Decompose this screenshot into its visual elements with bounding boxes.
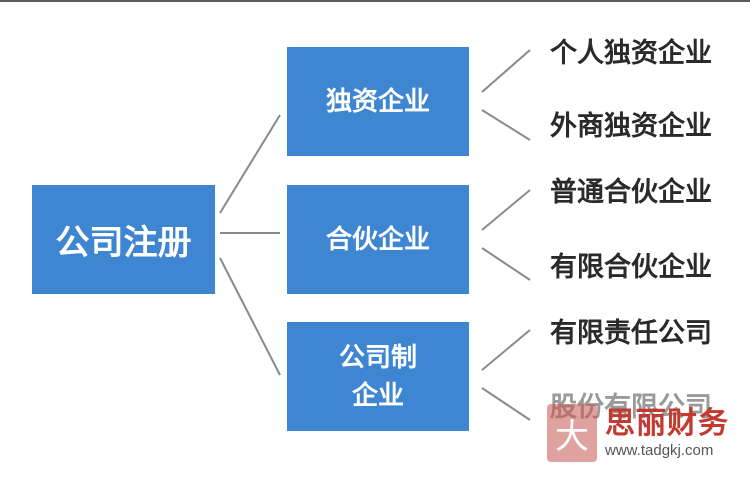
node-company-registration: 公司注册 [32, 185, 215, 294]
connector-root-to-corporate [219, 257, 281, 376]
leaf-individual-sole-proprietorship: 个人独资企业 [550, 38, 712, 69]
leaf-limited-partnership: 有限合伙企业 [550, 252, 712, 283]
node-sole-proprietorship-label: 独资企业 [325, 86, 430, 117]
node-corporate-label-line1: 公司制 [338, 342, 417, 373]
connector-root-to-sole [219, 114, 281, 214]
connector-corporate-to-leaf-6 [481, 387, 531, 421]
node-sole-proprietorship: 独资企业 [287, 47, 469, 156]
connector-corporate-to-leaf-5 [481, 329, 531, 371]
node-corporate-label-line2: 企业 [351, 380, 404, 411]
top-divider [0, 0, 750, 2]
connector-sole-to-leaf-2 [481, 109, 531, 141]
watermark: 大 思丽财务 www.tadgkj.com [547, 398, 747, 468]
connector-partnership-to-leaf-4 [481, 247, 531, 281]
node-corporate-enterprise: 公司制 企业 [287, 322, 469, 431]
connector-partnership-to-leaf-3 [481, 189, 531, 231]
leaf-foreign-sole-proprietorship: 外商独资企业 [550, 111, 712, 142]
watermark-seal-icon: 大 [547, 404, 597, 462]
node-company-registration-label: 公司注册 [55, 223, 192, 263]
leaf-general-partnership: 普通合伙企业 [550, 177, 712, 208]
node-partnership: 合伙企业 [287, 185, 469, 294]
connector-sole-to-leaf-1 [481, 49, 531, 93]
watermark-url: www.tadgkj.com [605, 442, 714, 459]
node-partnership-label: 合伙企业 [325, 224, 430, 255]
leaf-limited-liability-company: 有限责任公司 [550, 318, 712, 349]
watermark-brand-name: 思丽财务 [605, 406, 729, 441]
